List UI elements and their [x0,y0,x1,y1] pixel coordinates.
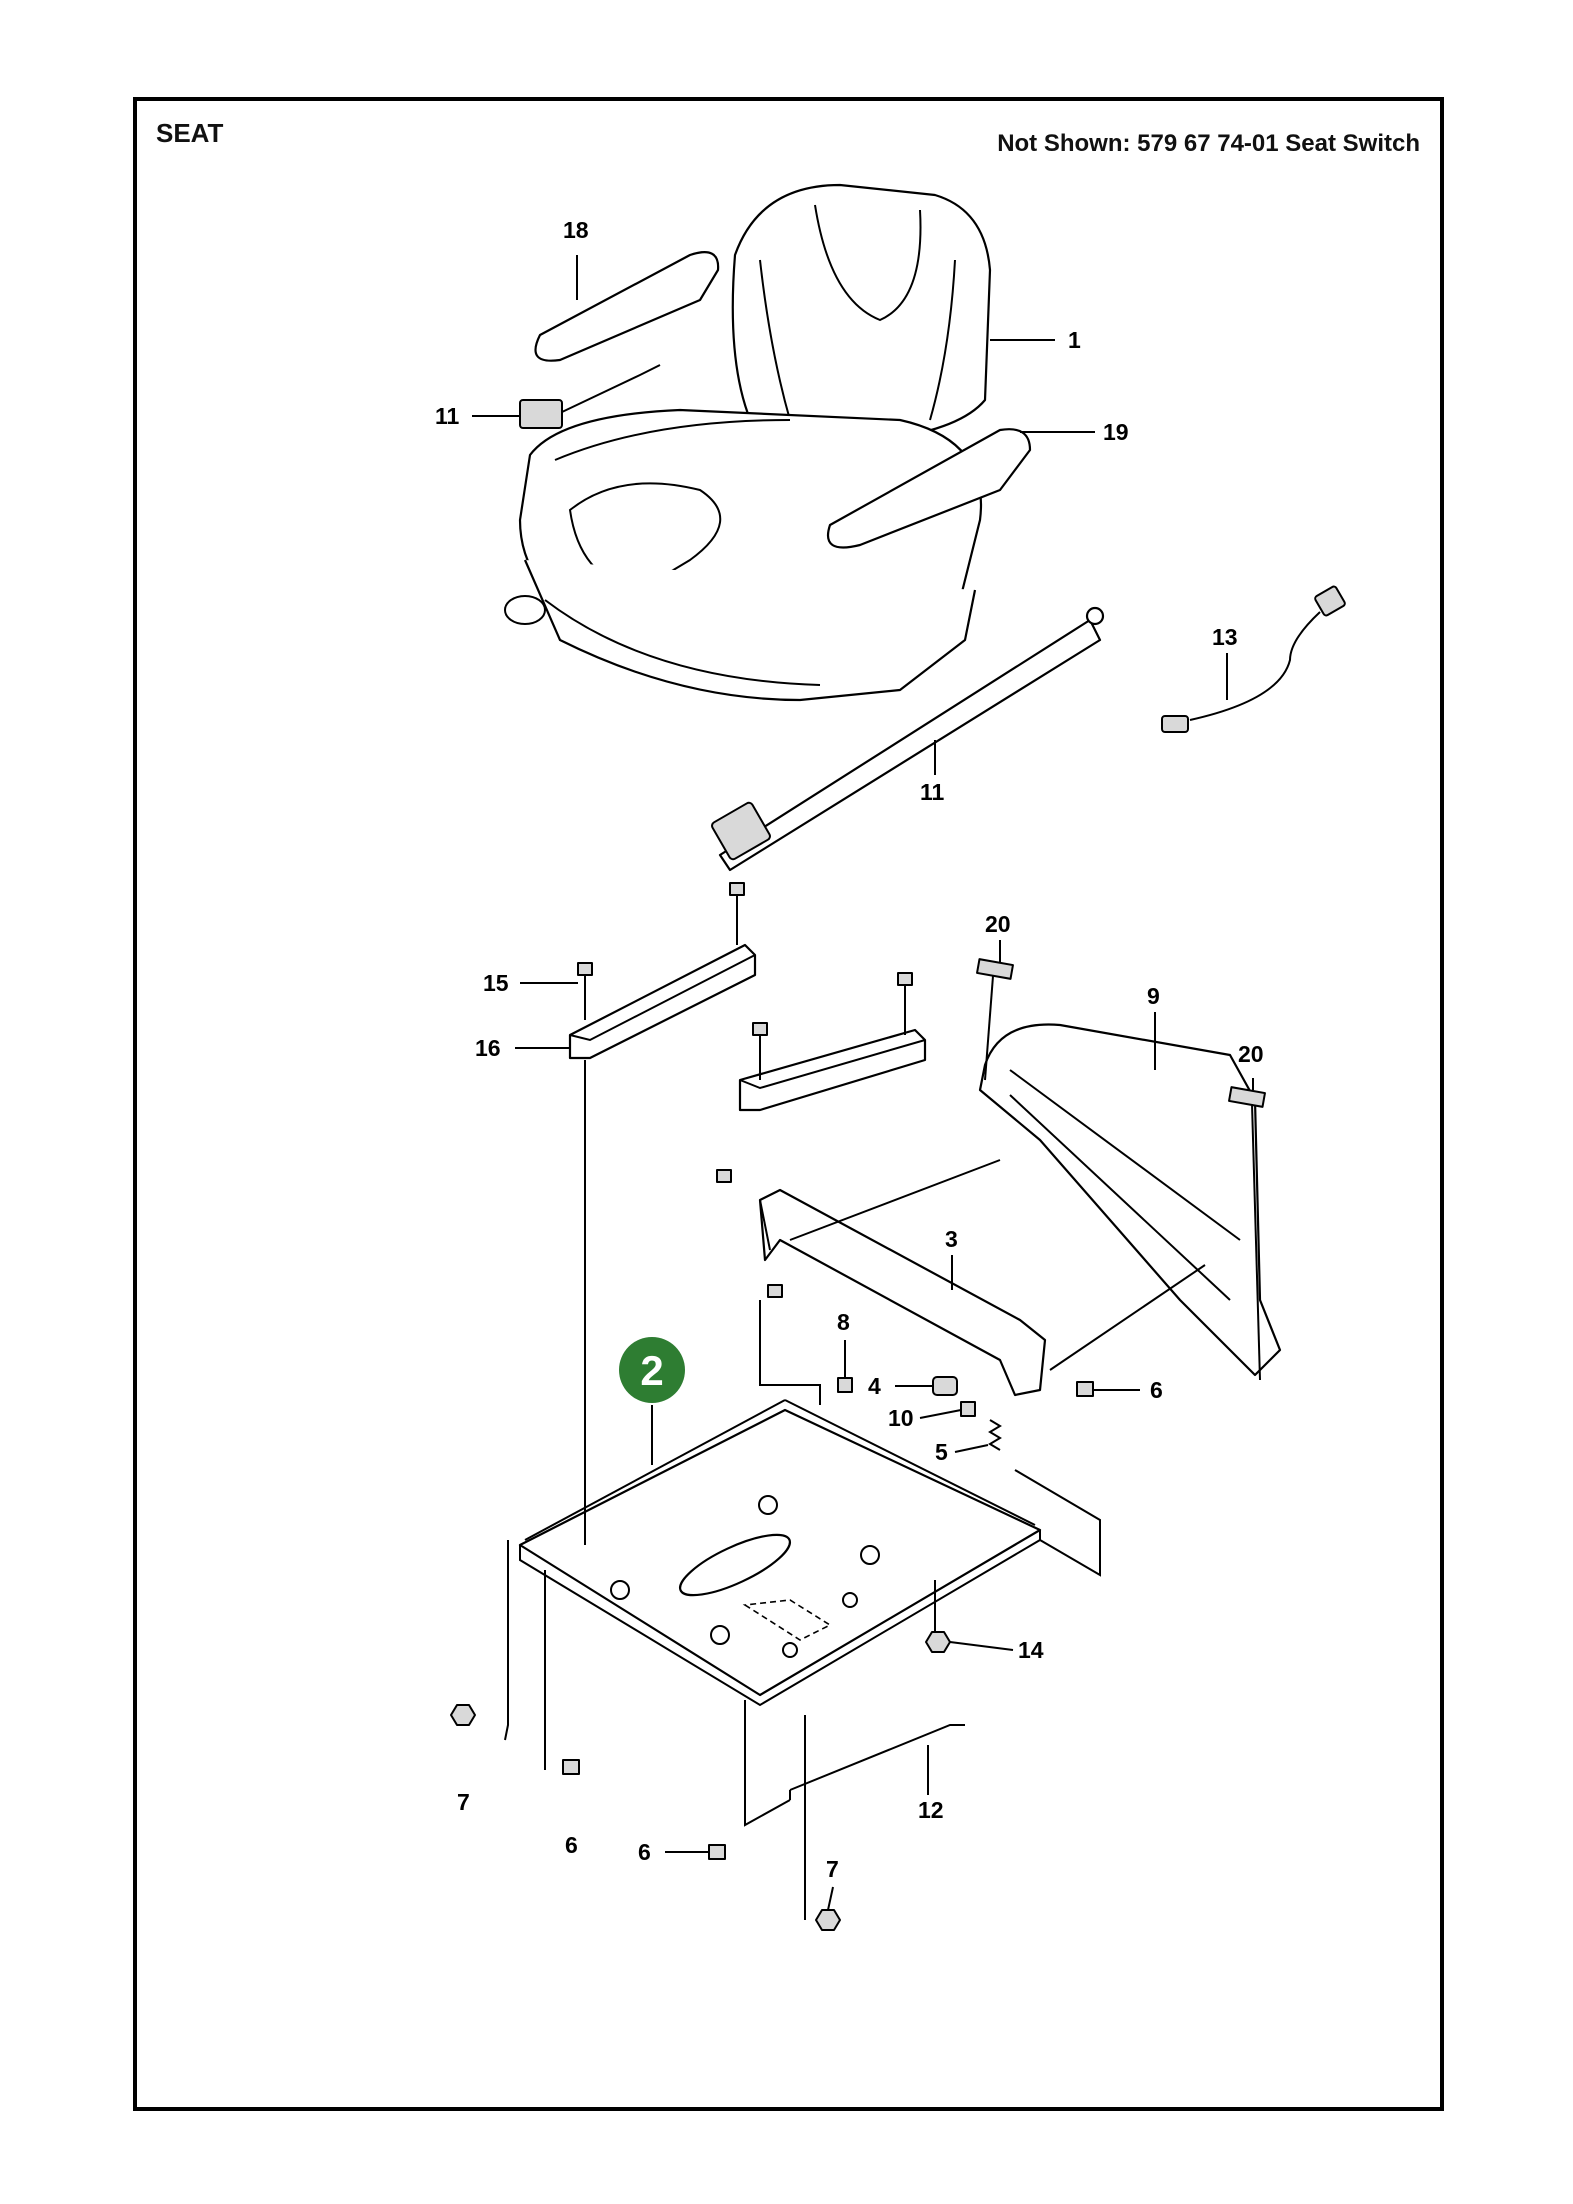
callout-11-belt: 11 [920,779,945,805]
seat-plate [518,1399,1042,1707]
small-hardware [450,1169,1094,1931]
callout-15: 15 [483,970,509,996]
callout-11-buckle: 11 [435,403,460,429]
callout-7-left: 7 [457,1789,470,1815]
diagram-frame [133,97,1444,2111]
switch-bracket [758,1188,1047,1397]
callout-7-bottom: 7 [826,1856,839,1882]
callout-8: 8 [837,1309,850,1335]
callout-14: 14 [1018,1637,1044,1663]
callout-20-left: 20 [985,911,1011,937]
wire-harness [1161,585,1346,733]
callout-5: 5 [935,1439,948,1465]
callout-9: 9 [1147,983,1160,1009]
callout-10: 10 [888,1405,914,1431]
part-highlight-badge [619,1337,685,1403]
callout-20-right: 20 [1238,1041,1264,1067]
callout-6-left: 6 [565,1832,578,1858]
callout-13: 13 [1212,624,1238,650]
part-highlight-badge-label: 2 [640,1347,663,1394]
callout-18: 18 [563,217,589,243]
seat-pan-guard [976,958,1282,1377]
seat-assembly [504,183,1032,702]
callout-12: 12 [918,1797,944,1823]
callout-6-bottom: 6 [638,1839,651,1865]
callout-3: 3 [945,1226,958,1252]
callout-1: 1 [1068,327,1081,353]
callout-19: 19 [1103,419,1129,445]
page-title: SEAT [156,118,224,148]
callout-6-right: 6 [1150,1377,1163,1403]
seat-belt [711,606,1105,872]
callout-4: 4 [868,1373,881,1399]
not-shown-note: Not Shown: 579 67 74-01 Seat Switch [997,130,1420,157]
leader-lines [472,255,1261,1920]
callout-16: 16 [475,1035,501,1061]
slide-rails [568,882,927,1112]
